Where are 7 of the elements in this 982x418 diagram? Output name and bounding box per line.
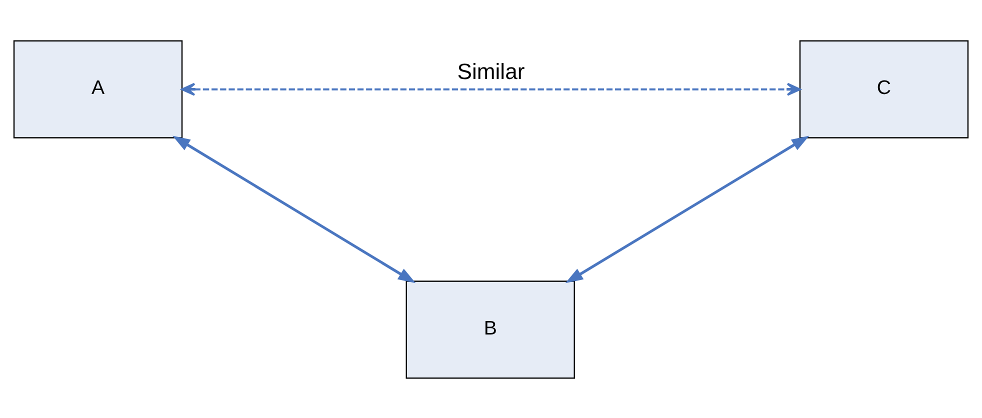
edge-label: Similar [457, 58, 525, 84]
arrow [181, 82, 801, 96]
arrow [565, 135, 810, 283]
arrow [172, 135, 416, 283]
node-box: C [799, 40, 969, 138]
node-box: B [406, 280, 575, 378]
node-box: A [13, 40, 183, 138]
